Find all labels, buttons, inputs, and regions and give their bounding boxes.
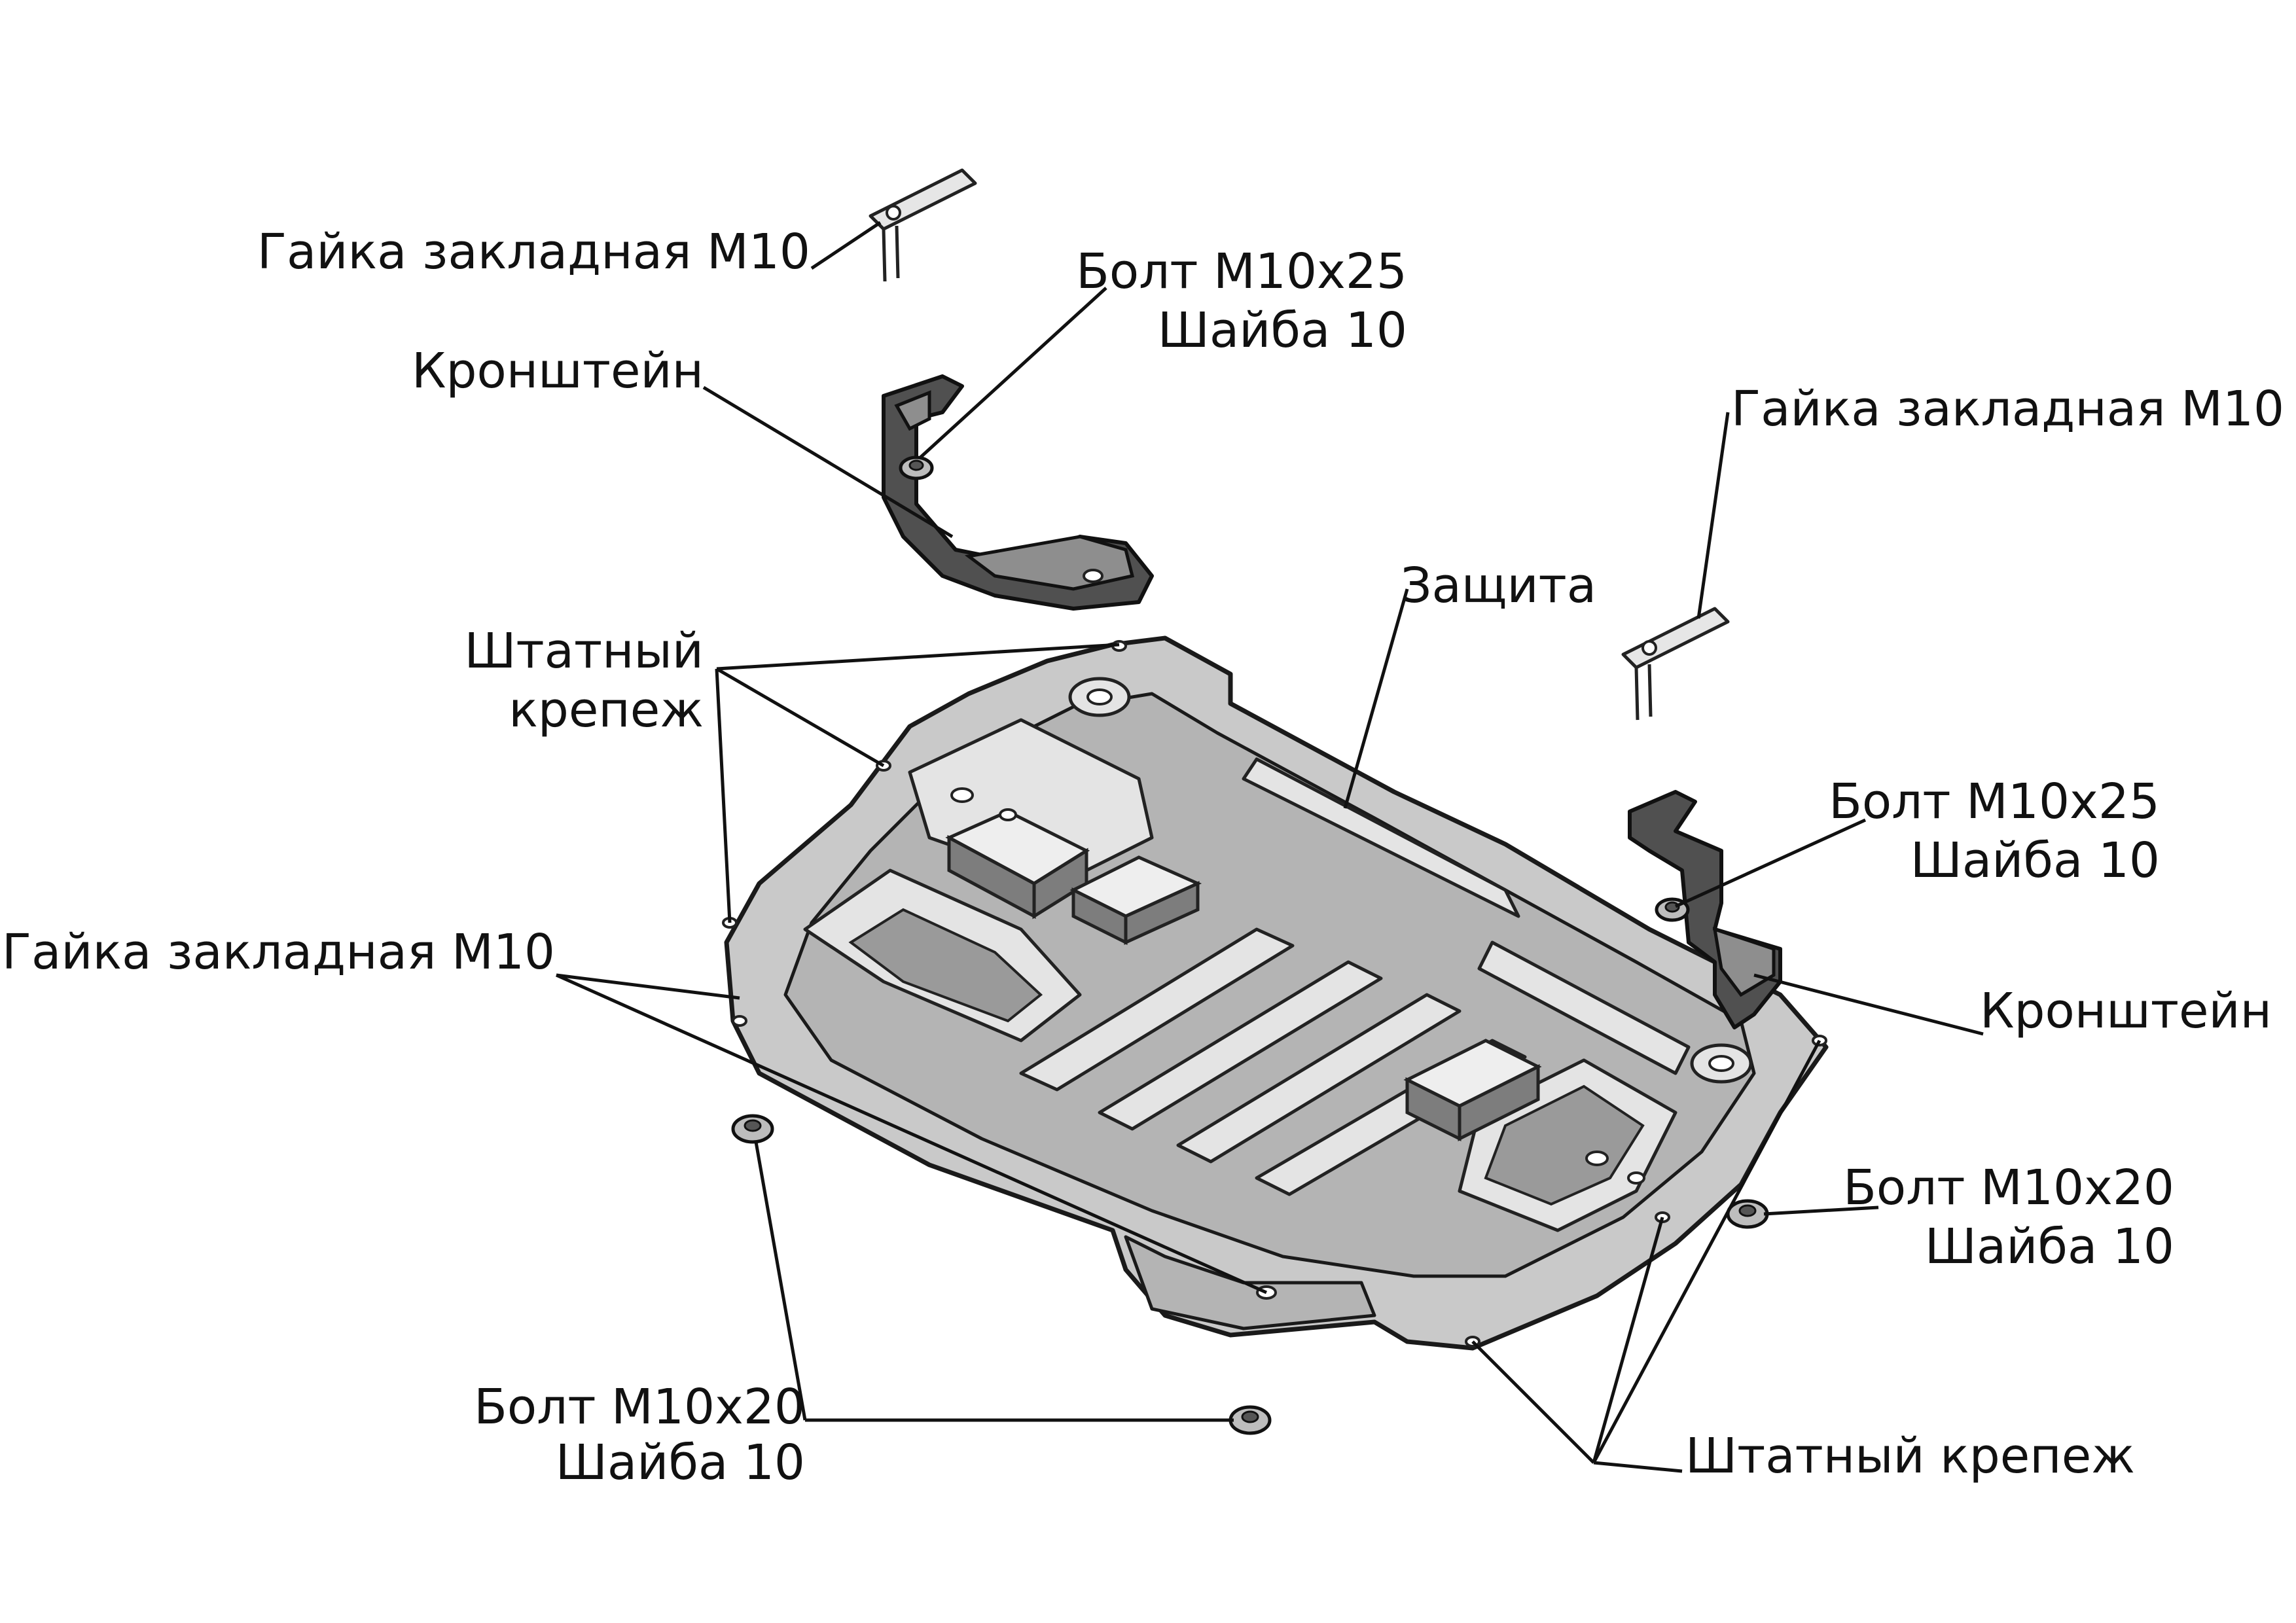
label-nut-top-left: Гайка закладная М10 <box>257 224 810 280</box>
leader-lines <box>555 221 1984 1473</box>
label-bolt20-bottom-2: Шайба 10 <box>556 1435 805 1491</box>
label-shield: Защита <box>1401 558 1596 614</box>
bracket-left <box>882 374 1154 611</box>
label-bracket-right: Кронштейн <box>1980 983 2272 1039</box>
label-bolt20-right-2: Шайба 10 <box>1925 1219 2174 1275</box>
label-std-fastener-left-1: Штатный <box>464 623 704 679</box>
label-bolt25-left-1: Болт М10х25 <box>1076 243 1407 300</box>
label-nut-top-right: Гайка закладная М10 <box>1731 381 2284 437</box>
embedded-nut-top <box>869 168 977 282</box>
bolt-m10x20-right <box>1726 1199 1769 1229</box>
label-std-fastener-left-2: крепеж <box>509 682 704 738</box>
bolt-m10x20-bottom <box>1229 1405 1272 1435</box>
label-nut-left: Гайка закладная М10 <box>2 924 555 980</box>
label-bolt20-bottom-1: Болт М10х20 <box>474 1379 805 1435</box>
bolt-m10x25-left <box>899 455 934 480</box>
bolt-m10x20-left <box>731 1114 774 1144</box>
embedded-nut-right <box>1621 607 1730 721</box>
raised-block <box>1403 1039 1542 1142</box>
label-std-fastener-bottom: Штатный крепеж <box>1685 1428 2135 1484</box>
label-bolt20-right-1: Болт М10х20 <box>1843 1160 2174 1216</box>
label-bolt25-right-1: Болт М10х25 <box>1829 774 2160 830</box>
label-bolt25-left-2: Шайба 10 <box>1158 302 1407 359</box>
label-bracket-left: Кронштейн <box>412 343 704 399</box>
skid-plate <box>722 635 1829 1351</box>
raised-block <box>1069 855 1202 946</box>
bracket-right <box>1628 790 1782 1029</box>
label-bolt25-right-2: Шайба 10 <box>1910 832 2160 889</box>
